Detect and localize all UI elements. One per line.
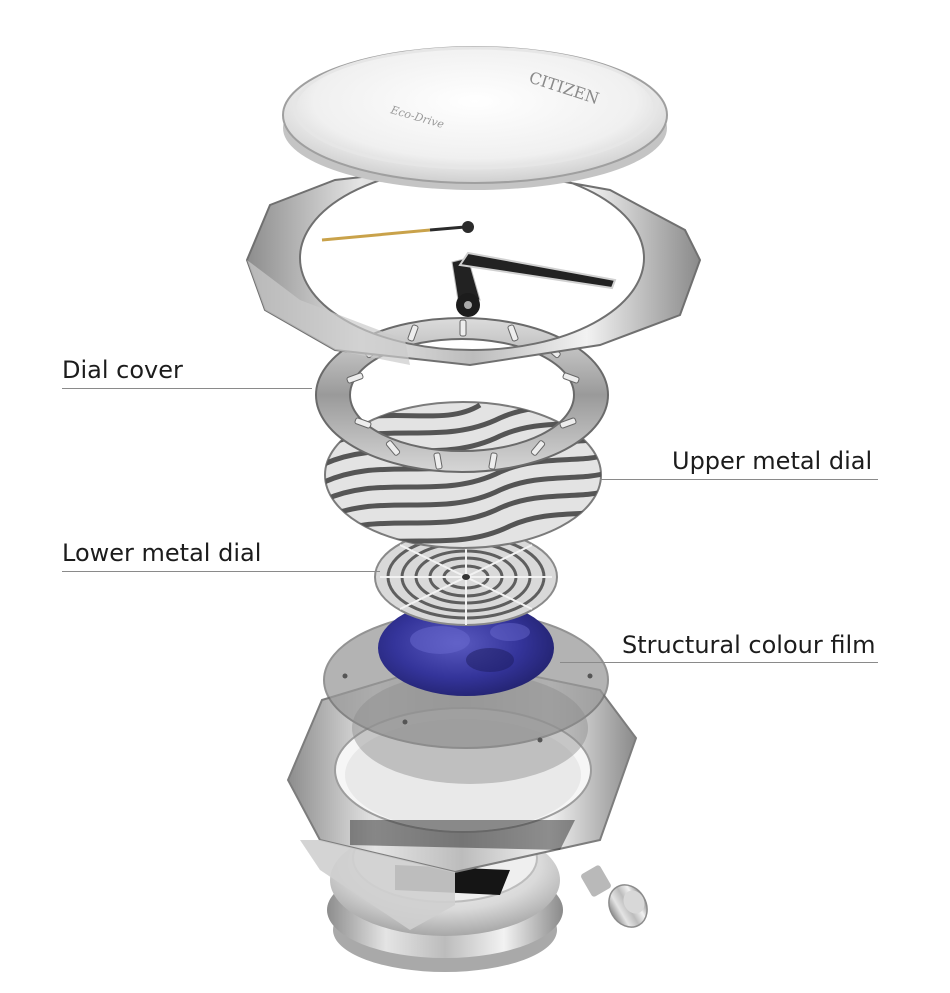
leader-dial-cover xyxy=(62,388,312,389)
label-structural-colour-film: Structural colour film xyxy=(622,631,876,659)
crystal: CITIZEN Eco-Drive xyxy=(282,46,668,190)
label-upper-metal-dial: Upper metal dial xyxy=(672,447,873,475)
leader-lower-metal-dial xyxy=(62,571,380,572)
second-hand xyxy=(321,228,431,242)
structural-colour-film xyxy=(378,600,554,696)
label-lower-metal-dial: Lower metal dial xyxy=(62,539,262,567)
label-dial-cover: Dial cover xyxy=(62,356,183,384)
crown xyxy=(581,865,648,928)
leader-structural-colour-film xyxy=(560,662,878,663)
watch-hands xyxy=(321,221,617,317)
minute-hand xyxy=(458,251,617,290)
leader-upper-metal-dial xyxy=(600,479,878,480)
